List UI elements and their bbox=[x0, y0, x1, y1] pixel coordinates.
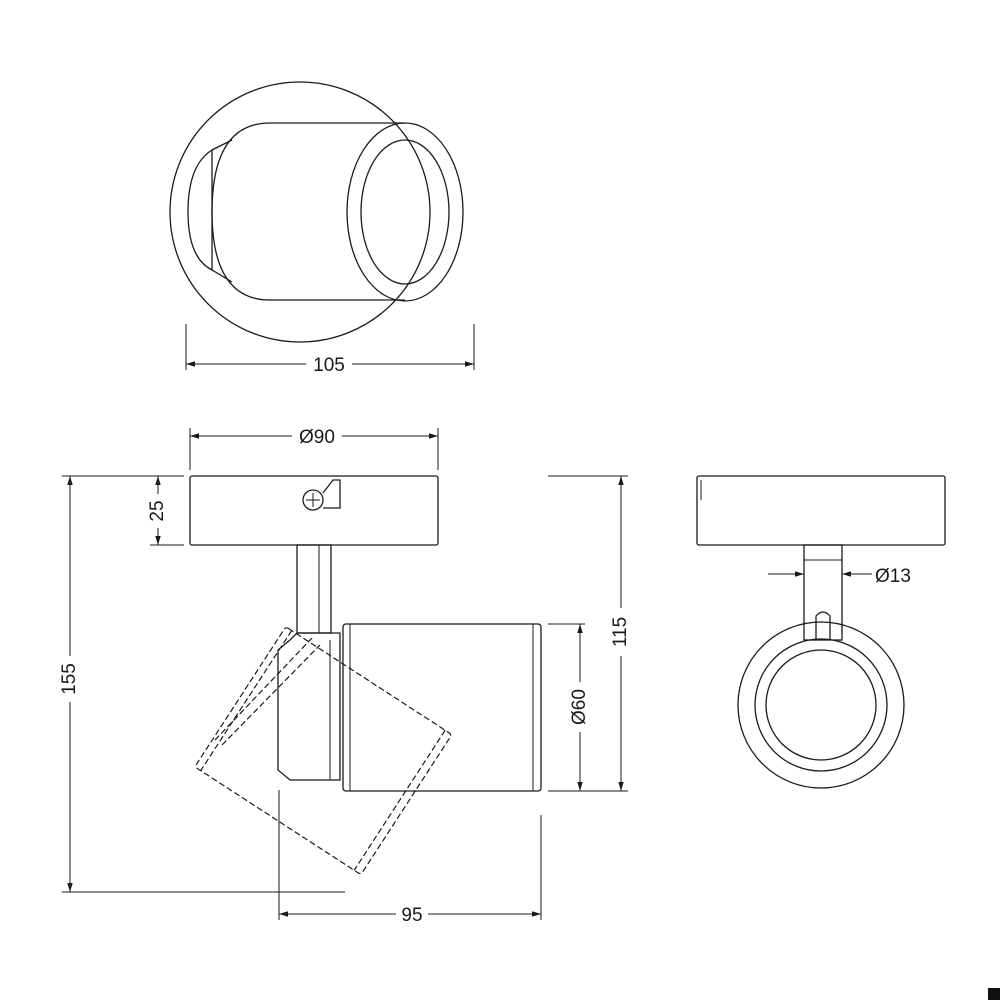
dim-label-plate-diameter: Ø90 bbox=[299, 427, 335, 448]
side-view: Ø13 bbox=[696, 475, 946, 789]
top-view-spot-front-outer bbox=[346, 122, 464, 302]
side-view-stem bbox=[803, 544, 843, 641]
dim-label-depth: 95 bbox=[401, 905, 422, 926]
front-view: Ø90 25 155 115 Ø60 95 bbox=[58, 426, 633, 926]
top-view-back-cap bbox=[187, 139, 233, 283]
side-view-pivot-clip bbox=[815, 611, 831, 640]
front-view-spot-head bbox=[342, 623, 542, 792]
side-view-base-plate bbox=[696, 475, 946, 546]
top-view: 105 bbox=[169, 81, 475, 376]
top-view-base-plate bbox=[169, 81, 431, 343]
dim-label-plate-height: 25 bbox=[147, 500, 168, 521]
dim-label-top-width: 105 bbox=[313, 355, 345, 376]
dim-label-head-diameter: Ø60 bbox=[569, 689, 590, 725]
front-view-stem bbox=[296, 544, 332, 634]
front-view-screw-icon bbox=[302, 489, 324, 511]
front-view-tilted-head-dashed bbox=[195, 627, 452, 875]
corner-mark bbox=[988, 988, 1000, 1000]
dim-label-total-height: 155 bbox=[59, 663, 80, 695]
side-view-head-outer bbox=[737, 621, 905, 789]
side-view-head-middle bbox=[754, 638, 888, 772]
dim-label-stem-diameter: Ø13 bbox=[875, 566, 911, 587]
top-view-spot-front-inner bbox=[360, 139, 450, 285]
top-view-spot-body bbox=[211, 122, 405, 301]
front-view-screw-tab bbox=[322, 479, 341, 509]
dim-label-head-height: 115 bbox=[610, 617, 631, 647]
front-view-knuckle bbox=[277, 632, 341, 781]
side-view-head-inner bbox=[765, 649, 877, 761]
